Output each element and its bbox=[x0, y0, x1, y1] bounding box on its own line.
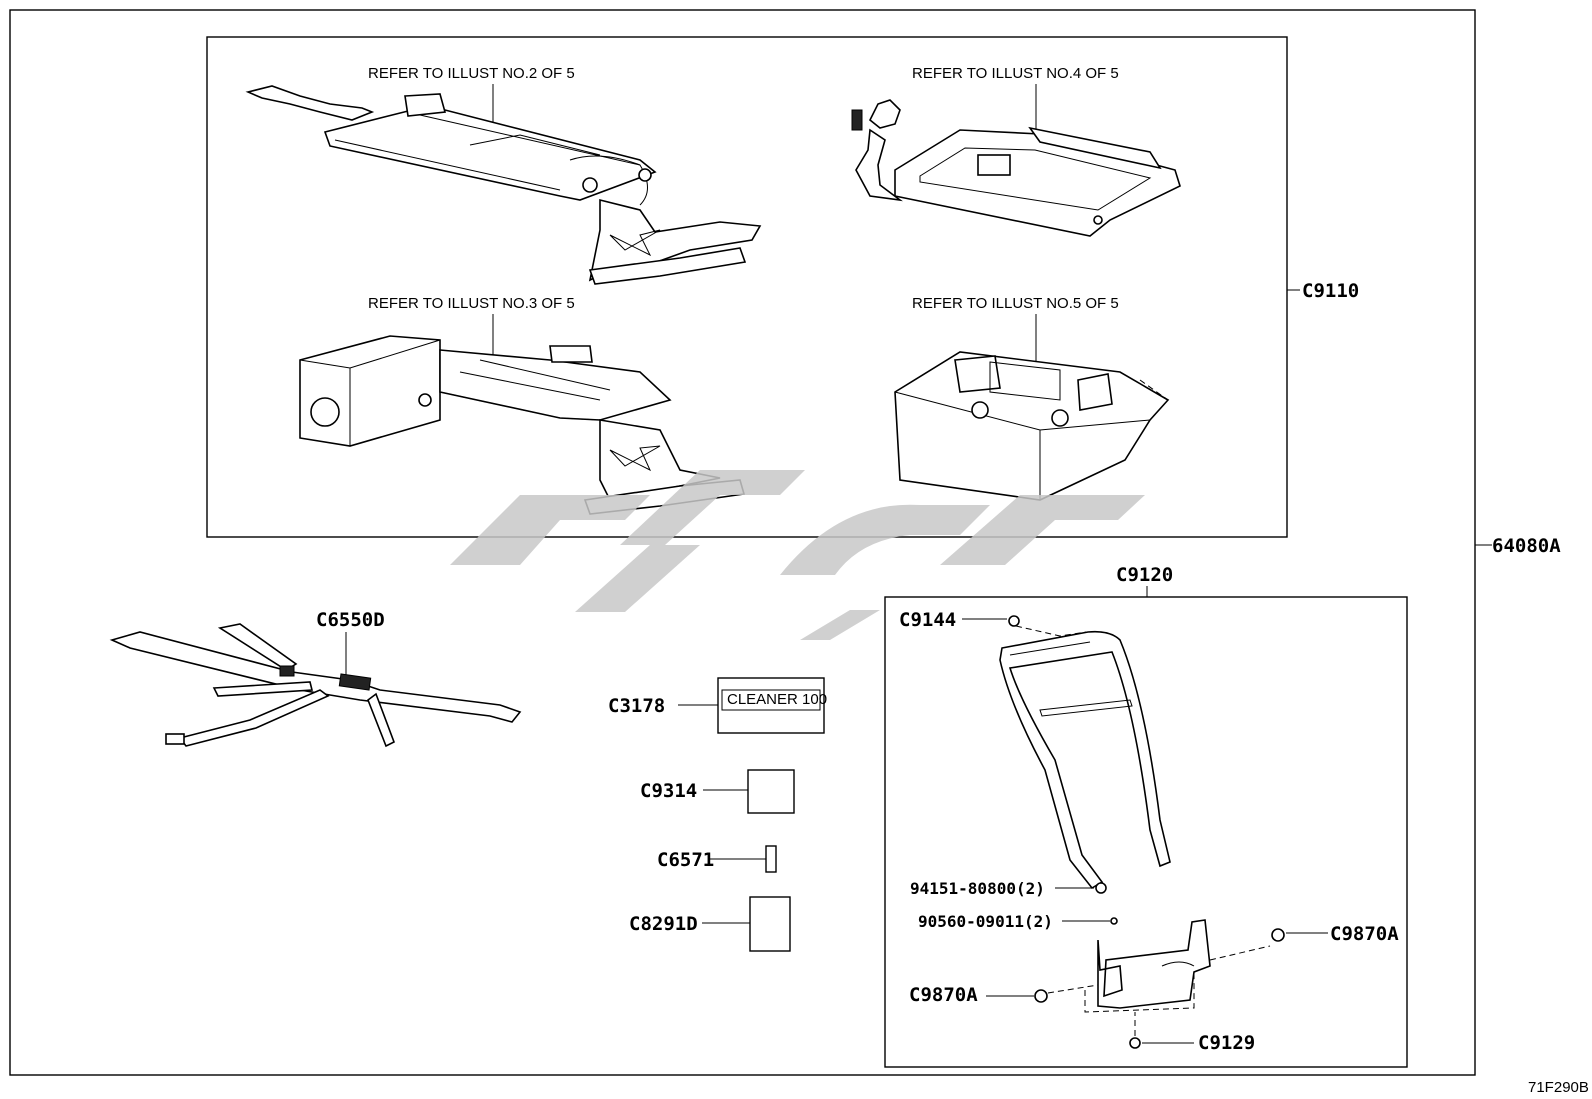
support-bar-illustration[interactable] bbox=[999, 625, 1171, 890]
seat-box-illustration-5[interactable] bbox=[894, 351, 1170, 501]
part-number-64080a[interactable]: 64080A bbox=[1492, 535, 1561, 557]
part-number-bolt-94151[interactable]: 94151-80800(2) bbox=[910, 879, 1045, 898]
c6571-part[interactable] bbox=[765, 845, 777, 873]
c9144-clip[interactable] bbox=[1008, 615, 1020, 627]
watermark-stroke-1 bbox=[450, 495, 650, 565]
watermark-stroke-2 bbox=[620, 470, 805, 545]
refer-illust-4[interactable]: REFER TO ILLUST NO.4 OF 5 bbox=[912, 65, 1119, 82]
c9870a-left-nut[interactable] bbox=[1034, 989, 1048, 1003]
part-number-c9314[interactable]: C9314 bbox=[640, 780, 697, 802]
part-number-c9870a-left[interactable]: C9870A bbox=[909, 984, 978, 1006]
part-number-c8291d[interactable]: C8291D bbox=[629, 913, 698, 935]
washer-90560-part[interactable] bbox=[1110, 917, 1118, 925]
watermark-stroke-6 bbox=[800, 610, 880, 640]
refer-illust-2[interactable]: REFER TO ILLUST NO.2 OF 5 bbox=[368, 65, 575, 82]
diagram-id: 71F290B bbox=[1528, 1079, 1589, 1096]
watermark-stroke-5 bbox=[940, 495, 1145, 565]
outer-frame bbox=[9, 9, 1476, 1076]
bar-group-box bbox=[884, 596, 1408, 1068]
c8291d-part[interactable] bbox=[749, 896, 791, 952]
cleaner-box[interactable] bbox=[717, 677, 825, 734]
refer-illust-5[interactable]: REFER TO ILLUST NO.5 OF 5 bbox=[912, 295, 1119, 312]
c9870a-left-dash bbox=[1047, 984, 1099, 994]
part-number-c9129[interactable]: C9129 bbox=[1198, 1032, 1255, 1054]
part-number-c6550d[interactable]: C6550D bbox=[316, 609, 385, 631]
bolt-94151-part[interactable] bbox=[1095, 882, 1107, 894]
c9870a-right-nut[interactable] bbox=[1271, 928, 1285, 942]
watermark bbox=[450, 470, 1145, 640]
refer-illust-3[interactable]: REFER TO ILLUST NO.3 OF 5 bbox=[368, 295, 575, 312]
part-number-washer-90560[interactable]: 90560-09011(2) bbox=[918, 912, 1053, 931]
seat-frame-illustration-3[interactable] bbox=[299, 335, 746, 515]
harness-illustration[interactable] bbox=[109, 623, 522, 748]
part-number-c3178[interactable]: C3178 bbox=[608, 695, 665, 717]
part-number-c9110[interactable]: C9110 bbox=[1302, 280, 1359, 302]
part-number-c9870a-right[interactable]: C9870A bbox=[1330, 923, 1399, 945]
seat-frame-illustration-2[interactable] bbox=[245, 85, 762, 285]
watermark-stroke-4 bbox=[780, 504, 990, 575]
part-number-c9120[interactable]: C9120 bbox=[1116, 564, 1173, 586]
seat-base-illustration-4[interactable] bbox=[851, 99, 1181, 237]
watermark-stroke-3 bbox=[575, 545, 700, 612]
c9129-clip[interactable] bbox=[1129, 1037, 1141, 1049]
bracket-illustration[interactable] bbox=[1084, 919, 1271, 1013]
cleaner-label-box bbox=[721, 689, 821, 711]
c9314-part[interactable] bbox=[747, 769, 795, 814]
part-number-c6571[interactable]: C6571 bbox=[657, 849, 714, 871]
cleaner-label: CLEANER 100 bbox=[727, 691, 827, 708]
part-number-c9144[interactable]: C9144 bbox=[899, 609, 956, 631]
frame-group-box bbox=[206, 36, 1288, 538]
